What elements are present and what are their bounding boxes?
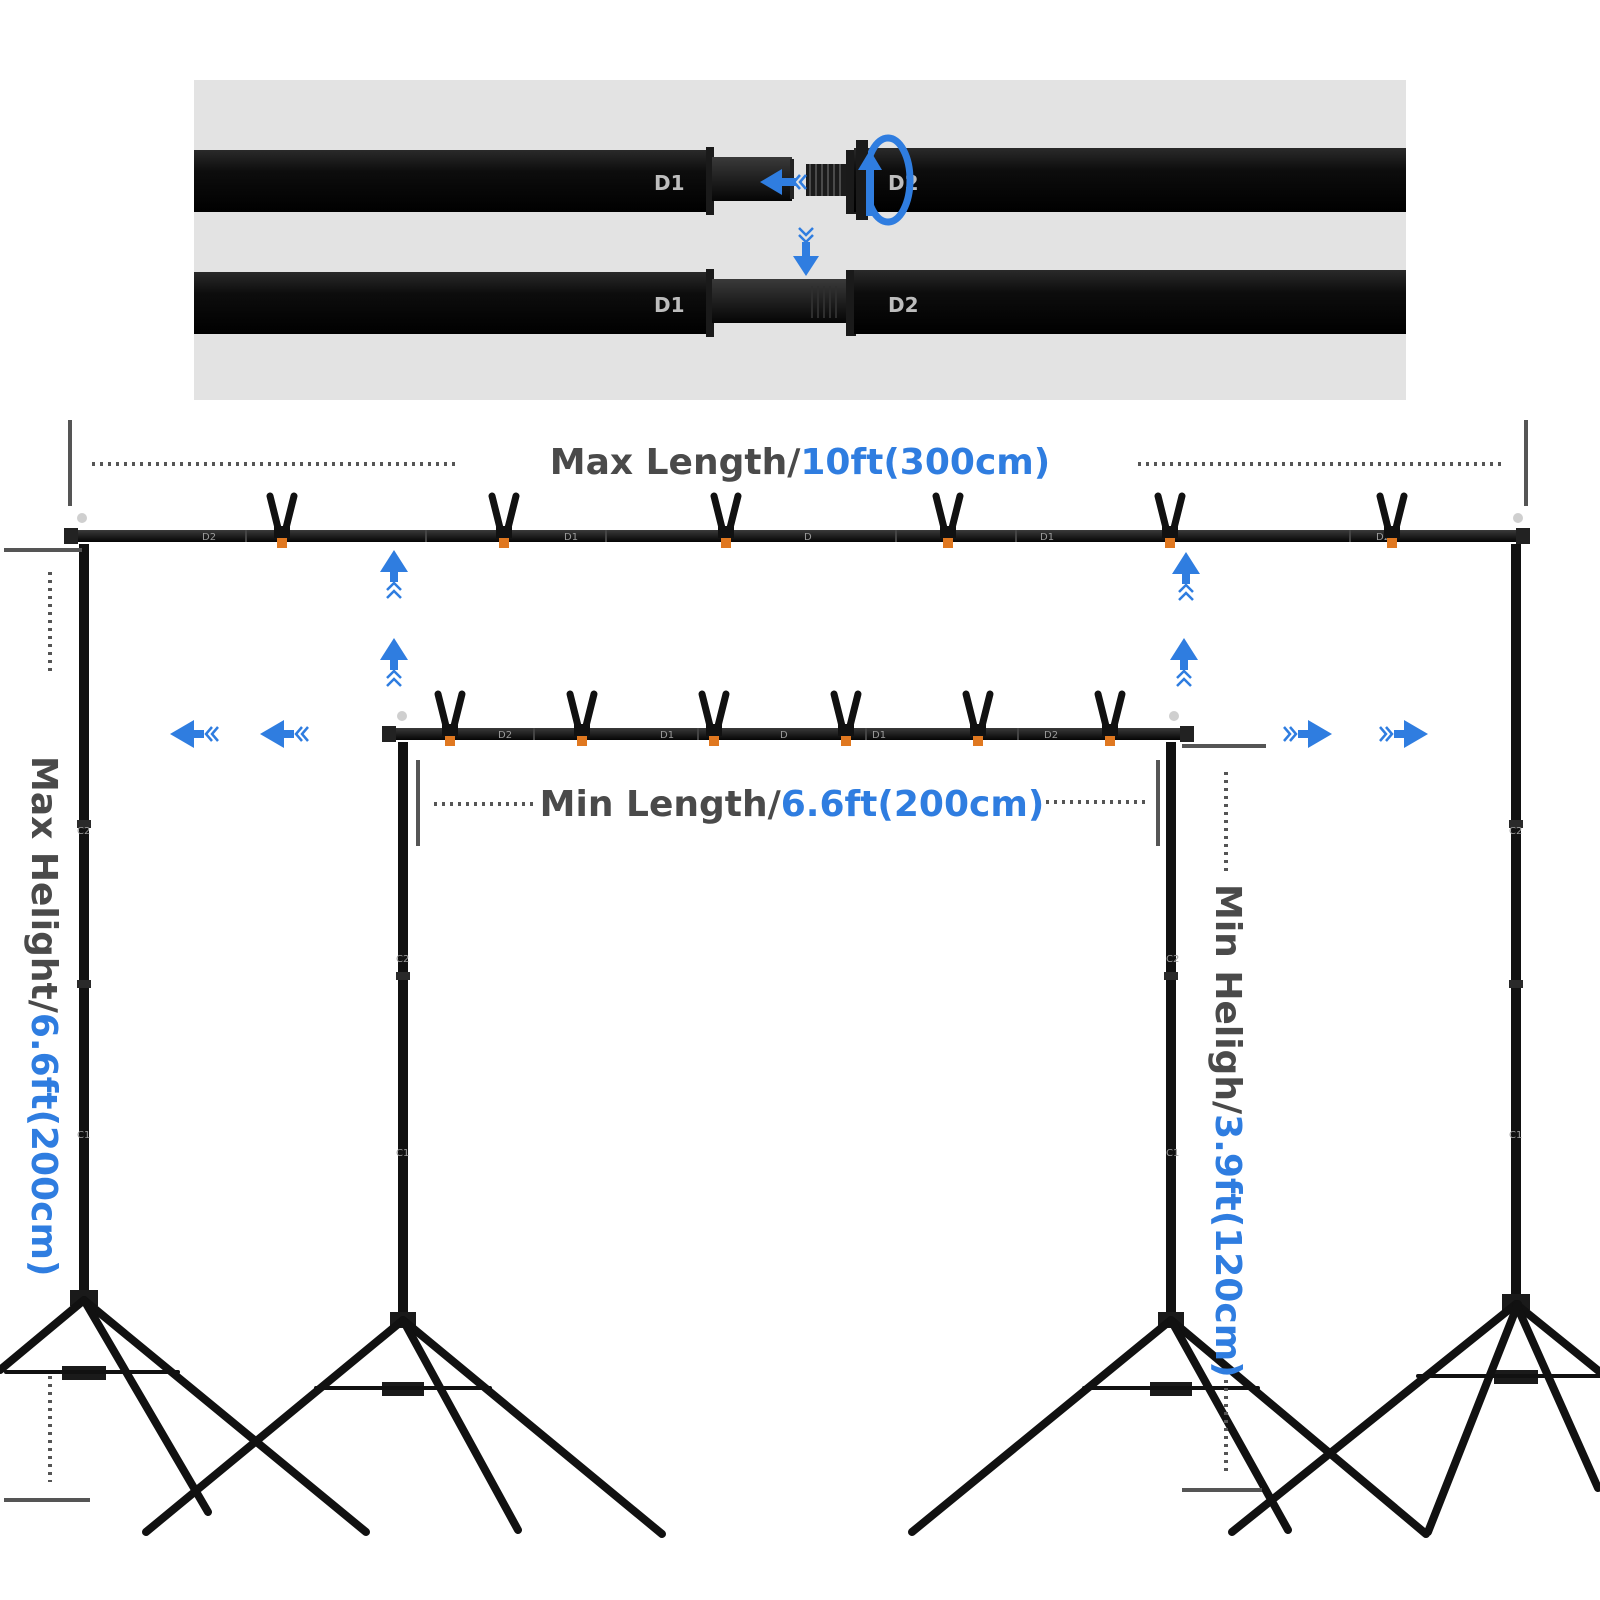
min-length-dimension: Min Length/6.6ft(200cm) [416, 760, 1160, 846]
tube-label-d2-bottom: D2 [888, 293, 919, 317]
pole-label-c1: C1 [396, 1148, 409, 1159]
min-bar-clips [434, 690, 1126, 746]
max-stand: D2 D1 D D1 D2 [0, 492, 1600, 1536]
min-right-tripod [908, 1316, 1430, 1538]
clip-icon [698, 690, 730, 746]
max-bar-label-d1-right: D1 [1040, 532, 1054, 543]
clip-icon [266, 492, 298, 548]
thread-connector [806, 164, 848, 196]
pole-label-c2: C2 [396, 954, 409, 965]
arrow-up-icon [380, 550, 408, 599]
clip-icon [932, 492, 964, 548]
clip-icon [962, 690, 994, 746]
max-length-label: Max Length/10ft(300cm) [550, 442, 1051, 483]
arrow-left-icon [260, 720, 309, 748]
max-right-tripod [1228, 1300, 1600, 1536]
max-left-pole: C2 C1 [62, 544, 106, 1380]
min-bar-label-d2-right: D2 [1044, 730, 1058, 741]
arrow-left-icon [760, 169, 807, 195]
min-height-label: Min Heligh/3.9ft(120cm) [1207, 884, 1248, 1378]
clip-icon [488, 492, 520, 548]
max-bar-clips [266, 492, 1408, 548]
max-length-dimension: Max Length/10ft(300cm) [68, 420, 1528, 506]
pole-label-c1: C1 [1509, 1130, 1522, 1141]
max-right-pole: C2 C1 [1494, 544, 1538, 1384]
tube-label-d1-top: D1 [654, 171, 685, 195]
min-height-dimension: Min Heligh/3.9ft(120cm) [1182, 744, 1266, 1492]
pole-label-c2: C2 [1166, 954, 1179, 965]
clip-icon [830, 690, 862, 746]
tube-label-d2-top: D2 [888, 171, 919, 195]
max-height-dimension: Max Helight/6.6ft(200cm) [4, 548, 90, 1502]
arrow-up-icon [380, 638, 408, 687]
clip-icon [1094, 690, 1126, 746]
up-arrows [380, 550, 1200, 687]
arrow-up-icon [1172, 552, 1200, 601]
max-bar-label-d: D [804, 532, 812, 543]
min-left-tripod [142, 1316, 666, 1538]
max-left-tripod [0, 1296, 370, 1536]
max-bar-label-d2-left: D2 [202, 532, 216, 543]
min-crossbar: D2 D1 D D1 D2 [382, 711, 1194, 742]
arrow-up-icon [1170, 638, 1198, 687]
side-arrows [170, 720, 1428, 748]
clip-icon [710, 492, 742, 548]
tube-label-d1-bottom: D1 [654, 293, 685, 317]
clip-icon [566, 690, 598, 746]
connection-inset-panel: D1 D2 D1 [194, 80, 1406, 400]
clip-icon [1154, 492, 1186, 548]
clip-icon [1376, 492, 1408, 548]
pole-label-c1: C1 [1166, 1148, 1179, 1159]
pole-label-c2: C2 [77, 826, 90, 837]
max-height-label: Max Helight/6.6ft(200cm) [23, 756, 64, 1276]
min-bar-label-d1-right: D1 [872, 730, 886, 741]
separated-tubes: D1 D2 [194, 147, 1406, 215]
min-bar-label-d2-left: D2 [498, 730, 512, 741]
min-bar-label-d: D [780, 730, 788, 741]
max-bar-label-d1-left: D1 [564, 532, 578, 543]
rotate-icon [856, 134, 914, 226]
connected-tubes: D1 D2 [194, 269, 1406, 337]
min-length-label: Min Length/6.6ft(200cm) [540, 784, 1045, 825]
min-bar-label-d1-left: D1 [660, 730, 674, 741]
arrow-right-icon [1283, 720, 1332, 748]
pole-label-c2: C2 [1509, 826, 1522, 837]
pole-label-c1: C1 [77, 1130, 90, 1141]
clip-icon [434, 690, 466, 746]
arrow-left-icon [170, 720, 219, 748]
min-stand: D2 D1 D D1 D2 [142, 690, 1430, 1538]
arrow-down-icon [793, 227, 819, 276]
max-bar-label-d2-right: D2 [1376, 532, 1390, 543]
arrow-right-icon [1379, 720, 1428, 748]
